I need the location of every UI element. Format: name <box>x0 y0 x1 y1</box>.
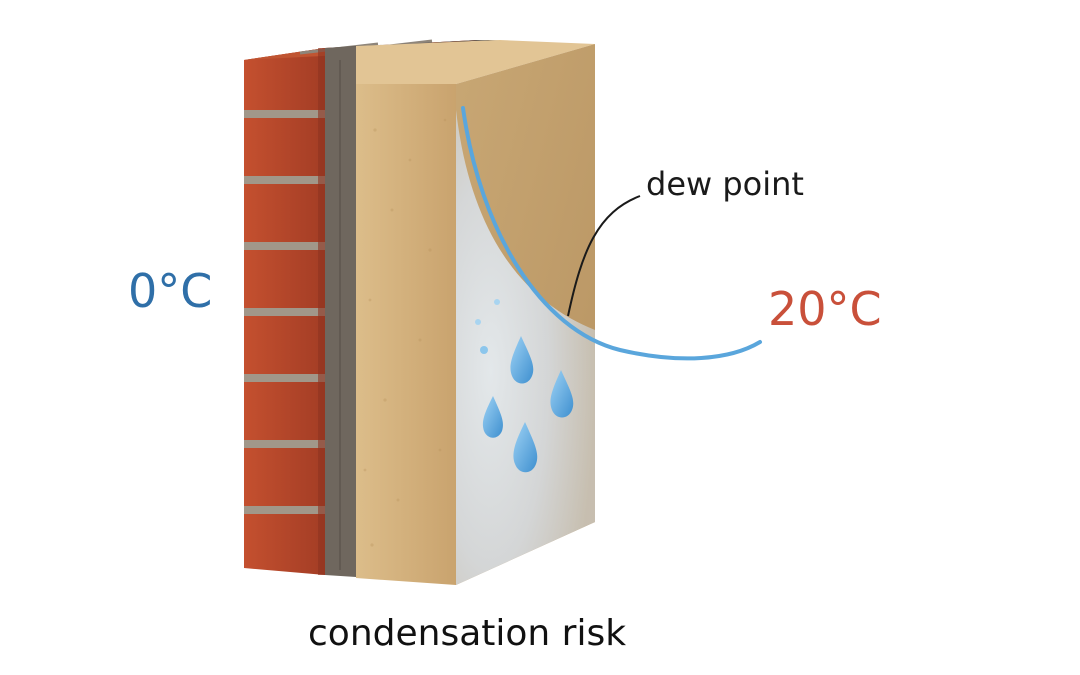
plaster-face <box>456 44 595 585</box>
water-drop-icon <box>480 346 488 354</box>
caption: condensation risk <box>308 616 626 652</box>
dew-point-label: dew point <box>646 168 804 200</box>
outside-temperature-label: 0°C <box>128 268 212 314</box>
inside-temperature-label: 20°C <box>768 286 882 332</box>
water-drop-icon <box>494 299 500 305</box>
water-drop-icon <box>475 319 481 325</box>
